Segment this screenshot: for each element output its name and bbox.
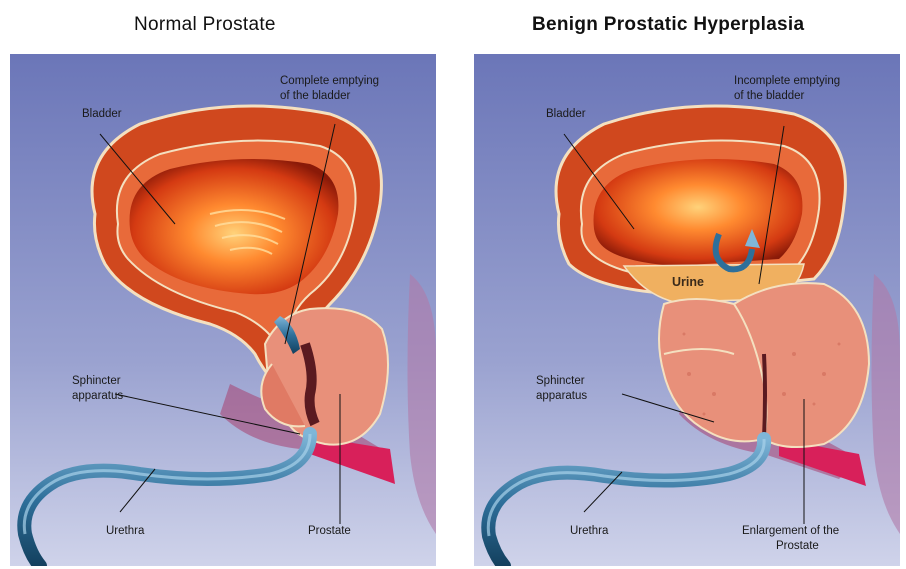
label-urethra: Urethra xyxy=(570,525,609,537)
label-urine: Urine xyxy=(672,275,704,289)
label-sphincter-line1: Sphincter xyxy=(72,375,121,387)
panel-normal-prostate: Bladder Complete emptying of the bladder… xyxy=(10,54,436,566)
compressed-urethra xyxy=(764,354,765,439)
label-emptying-line1: Complete emptying xyxy=(280,75,379,87)
label-urethra: Urethra xyxy=(106,525,145,537)
normal-prostate-illustration: Bladder Complete emptying of the bladder… xyxy=(10,54,436,566)
bph-illustration: Bladder Incomplete emptying of the bladd… xyxy=(474,54,900,566)
panel-bph: Bladder Incomplete emptying of the bladd… xyxy=(474,54,900,566)
label-sphincter-line2: apparatus xyxy=(72,390,123,402)
label-emptying-line2: of the bladder xyxy=(280,90,351,102)
label-bladder: Bladder xyxy=(546,108,586,120)
label-enlargement-line1: Enlargement of the xyxy=(742,525,839,537)
label-enlargement-line2: Prostate xyxy=(776,540,819,552)
label-prostate: Prostate xyxy=(308,525,351,537)
title-normal-prostate: Normal Prostate xyxy=(134,14,276,36)
title-bph: Benign Prostatic Hyperplasia xyxy=(532,14,804,36)
label-sphincter-line2: apparatus xyxy=(536,390,587,402)
label-sphincter-line1: Sphincter xyxy=(536,375,585,387)
label-emptying-line2: of the bladder xyxy=(734,90,805,102)
label-bladder: Bladder xyxy=(82,108,122,120)
label-emptying-line1: Incomplete emptying xyxy=(734,75,840,87)
bladder-lumen xyxy=(594,159,803,266)
